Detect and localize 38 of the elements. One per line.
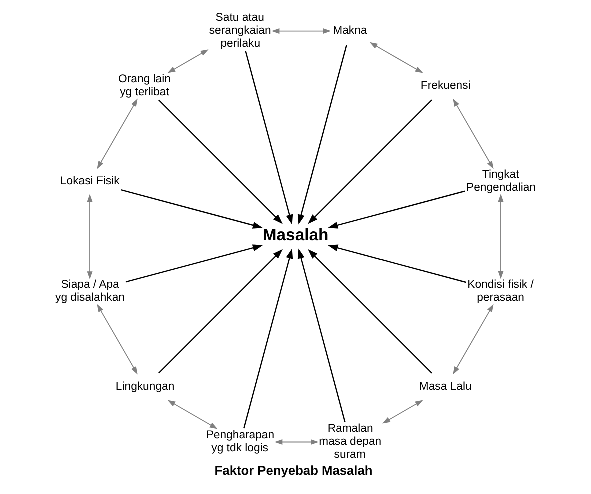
- arrow: [97, 98, 138, 170]
- arrow: [370, 42, 424, 74]
- node-text: Lokasi Fisik: [60, 175, 120, 188]
- arrow: [453, 304, 494, 375]
- arrow: [272, 28, 332, 34]
- arrow: [97, 304, 138, 375]
- caption: Faktor Penyebab Masalah: [214, 462, 373, 478]
- node-text: Pengharapan yg tdk logis: [206, 429, 275, 454]
- arrow: [121, 190, 264, 229]
- node-text: Frekuensi: [420, 80, 471, 92]
- arrow: [298, 248, 346, 422]
- arrow: [274, 440, 319, 446]
- node-text: Lingkungan: [116, 380, 175, 393]
- arrow: [308, 249, 432, 374]
- arrow: [328, 244, 466, 284]
- node-text: Orang lain yg terlibat: [118, 74, 171, 98]
- arrow: [244, 248, 294, 429]
- arrow: [498, 194, 504, 280]
- arrow: [158, 249, 283, 374]
- node-text: Satu atau serangkaian perilaku: [209, 12, 272, 50]
- node-text: Ramalan masa depan suram: [319, 423, 382, 461]
- node-text: Makna: [333, 24, 368, 37]
- arrow: [308, 100, 432, 224]
- arrow: [298, 44, 348, 225]
- arrow: [453, 98, 494, 170]
- arrow: [168, 50, 209, 74]
- node-text: Tingkat Pengendalian: [466, 168, 536, 194]
- arrow: [158, 100, 283, 224]
- node-text: Masa Lalu: [419, 380, 472, 393]
- node-text: Siapa / Apa yg disalahkan: [56, 279, 126, 304]
- arrow: [126, 244, 263, 283]
- arrow: [382, 400, 424, 424]
- node-text: Kondisi fisik / perasaan: [468, 279, 534, 304]
- arrow: [245, 51, 294, 225]
- arrow: [87, 194, 93, 280]
- node-text: Masalah: [262, 225, 329, 244]
- arrow: [168, 400, 218, 430]
- arrow: [328, 190, 466, 229]
